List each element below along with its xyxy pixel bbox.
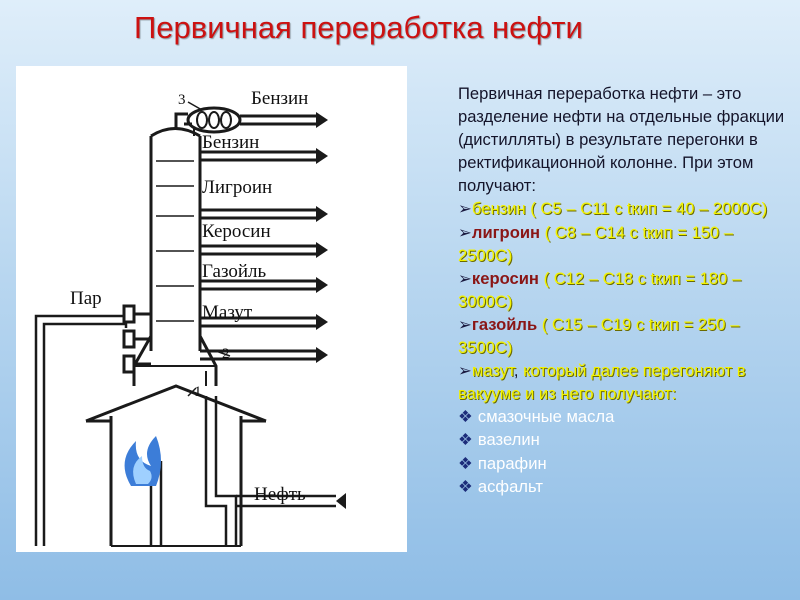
product-label: парафин (477, 453, 547, 473)
product-item: ❖асфальт (458, 475, 788, 498)
comma: , (513, 361, 519, 381)
intro-paragraph: Первичная переработка нефти – это раздел… (458, 84, 785, 196)
label-benzin-top: Бензин (251, 88, 309, 109)
description-text: Первичная переработка нефти – это раздел… (458, 82, 788, 498)
diamond-bullet-icon: ❖ (458, 430, 473, 450)
arrow-bullet-icon: ➢ (458, 361, 472, 381)
fraction-formula: ( C15 – C19 с tкип = 250 – 3500С) (458, 314, 740, 358)
diamond-bullet-icon: ❖ (458, 476, 473, 496)
arrow-bullet-icon: ➢ (458, 222, 472, 242)
product-item: ❖парафин (458, 452, 788, 475)
diamond-bullet-icon: ❖ (458, 407, 473, 427)
label-par: Пар (70, 288, 102, 309)
arrow-bullet-icon: ➢ (458, 268, 472, 288)
fraction-name: керосин (471, 268, 539, 288)
flame-icon (124, 436, 161, 486)
fraction-name: мазут (471, 361, 514, 381)
product-label: вазелин (477, 430, 540, 450)
label-number-3: 3 (178, 92, 186, 108)
label-ligroin: Лигроин (202, 177, 273, 198)
fraction-formula: ( C12 – C18 с tкип = 180 – 3000С) (458, 268, 742, 311)
fraction-item-gazoil: ➢газойль ( C15 – C19 с tкип = 250 – 3500… (458, 313, 788, 359)
page-title: Первичная переработка нефти (134, 10, 583, 45)
label-mazut: Мазут (202, 302, 253, 323)
fraction-name: лигроин (471, 222, 541, 242)
label-neft: Нефть (254, 484, 306, 505)
label-gazoil: Газойль (202, 261, 267, 282)
mazut-description: который далее перегоняют в вакууме и из … (458, 361, 746, 404)
distillation-diagram: Бензин 3 Бензин Лигроин Керосин Газойль … (16, 66, 407, 552)
product-label: смазочные масла (477, 407, 615, 427)
distillation-column-drawing (34, 101, 346, 547)
fraction-item-benzin: ➢бензин ( C5 – C11 с tкип = 40 – 2000С) (458, 197, 788, 220)
fraction-formula: ( C8 – C14 с tкип = 150 – 2500С) (458, 222, 733, 265)
product-item: ❖вазелин (458, 428, 788, 451)
arrow-bullet-icon: ➢ (458, 199, 472, 219)
diamond-bullet-icon: ❖ (458, 453, 473, 473)
label-benzin: Бензин (202, 132, 260, 153)
product-item: ❖смазочные масла (458, 405, 788, 428)
arrow-bullet-icon: ➢ (458, 314, 472, 334)
label-number-1: 1 (194, 384, 202, 400)
fraction-item-mazut: ➢мазут, который далее перегоняют в вакуу… (458, 359, 788, 405)
fraction-item-ligroin: ➢лигроин ( C8 – C14 с tкип = 150 – 2500С… (458, 221, 788, 267)
product-label: асфальт (477, 476, 543, 496)
fraction-name: газойль (471, 314, 538, 334)
fraction-item-kerosin: ➢керосин ( C12 – C18 с tкип = 180 – 3000… (458, 267, 788, 313)
label-kerosin: Керосин (202, 221, 271, 242)
fraction-name: бензин (471, 199, 526, 219)
fraction-formula: ( C5 – C11 с tкип = 40 – 2000С) (525, 199, 768, 219)
label-number-2: 2 (222, 346, 230, 362)
